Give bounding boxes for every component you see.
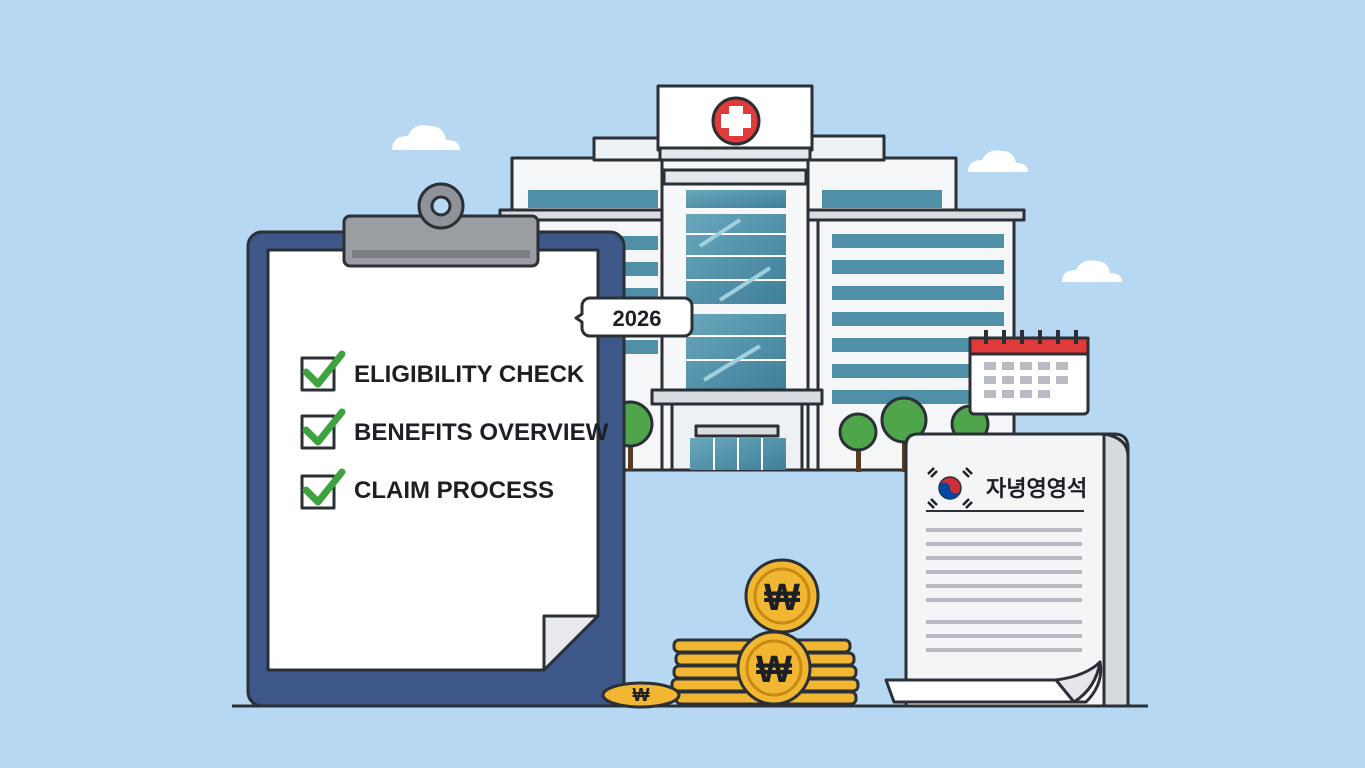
medical-cross-icon xyxy=(711,96,761,146)
coin-icon: ₩ xyxy=(744,558,820,634)
checkmark-icon xyxy=(302,408,346,446)
checklist-item: ELIGIBILITY CHECK xyxy=(300,350,585,392)
scroll-title: 자녕영영석 xyxy=(986,477,1087,502)
coin-symbol: ₩ xyxy=(764,577,800,619)
cloud-icon xyxy=(1062,260,1122,282)
scroll-document: 자녕영영석 xyxy=(884,432,1130,708)
checklist-label-claim: CLAIM PROCESS xyxy=(354,477,554,504)
korean-flag-icon xyxy=(927,467,973,509)
tree xyxy=(838,412,878,472)
checklist: ELIGIBILITY CHECK BENEFITS OVERVIEW CLAI… xyxy=(300,350,609,510)
checklist-label-eligibility: ELIGIBILITY CHECK xyxy=(354,361,585,388)
calendar-icon xyxy=(968,330,1090,416)
checklist-item: CLAIM PROCESS xyxy=(300,468,554,510)
coin-symbol: ₩ xyxy=(756,649,792,691)
coin-icon: ₩ xyxy=(736,630,812,706)
checkmark-icon xyxy=(302,468,346,506)
year-badge-text: 2026 xyxy=(613,306,662,331)
coin-symbol: ₩ xyxy=(633,685,650,705)
checkmark-icon xyxy=(302,350,346,388)
cloud-icon xyxy=(392,125,460,150)
coin-icon: ₩ xyxy=(601,681,681,709)
checklist-item: BENEFITS OVERVIEW xyxy=(300,408,609,450)
checklist-label-benefits: BENEFITS OVERVIEW xyxy=(354,419,609,446)
cloud-icon xyxy=(968,150,1028,172)
year-badge: 2026 xyxy=(574,296,694,338)
